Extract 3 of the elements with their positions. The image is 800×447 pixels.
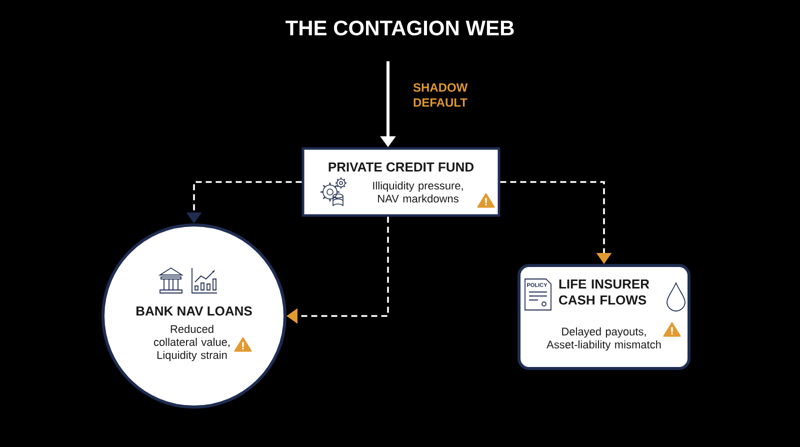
process-box: PRIVATE CREDIT FUND Illiquidity pressure, NAV markdowns <box>302 147 500 217</box>
title: THE CONTAGION WEB <box>286 20 514 36</box>
edge-label: SHADOW DEFAULT <box>413 83 468 107</box>
